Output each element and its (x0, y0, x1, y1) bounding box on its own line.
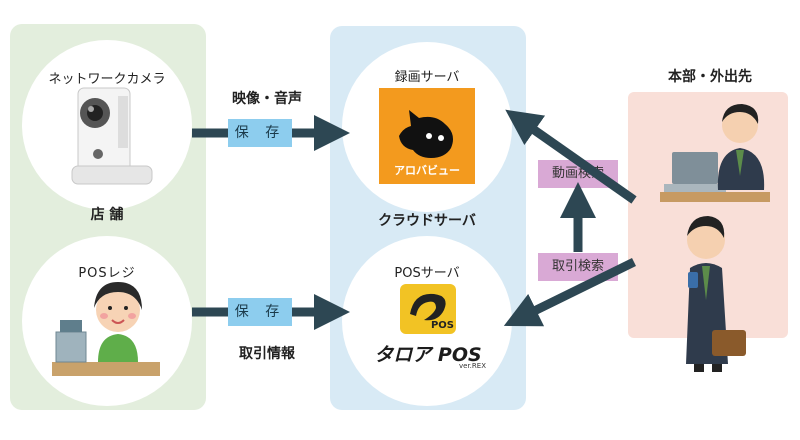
save-tag-bottom: 保 存 (228, 298, 292, 326)
hq-title: 本部・外出先 (668, 69, 752, 85)
arobaview-logo: アロバビュー (379, 88, 475, 184)
recording-server-label: 録画サーバ (394, 70, 460, 85)
camera-circle (22, 40, 192, 210)
hq-panel (628, 92, 788, 338)
cloud-title: クラウドサーバ (378, 213, 476, 229)
pos-logo: POS (400, 284, 456, 334)
video-search-tag: 動画検索 (538, 160, 618, 188)
pos-logo-sub: ver.REX (459, 362, 486, 370)
store-title: 店 舗 (90, 207, 124, 223)
pos-logo-badge: POS (430, 320, 454, 331)
pos-server-label: POSサーバ (394, 266, 460, 281)
transaction-search-tag: 取引検索 (538, 253, 618, 281)
camera-label: ネットワークカメラ (48, 72, 166, 87)
arobaview-logo-text: アロバビュー (394, 164, 460, 177)
save-tag-top: 保 存 (228, 119, 292, 147)
video-audio-label: 映像・音声 (232, 91, 302, 107)
pos-logo-swirl-icon (410, 293, 446, 321)
pos-logo-text: タロア POS (374, 344, 482, 366)
dog-silhouette-icon (399, 110, 453, 158)
transaction-info-label: 取引情報 (239, 346, 295, 362)
pos-register-label: POSレジ (78, 266, 136, 281)
